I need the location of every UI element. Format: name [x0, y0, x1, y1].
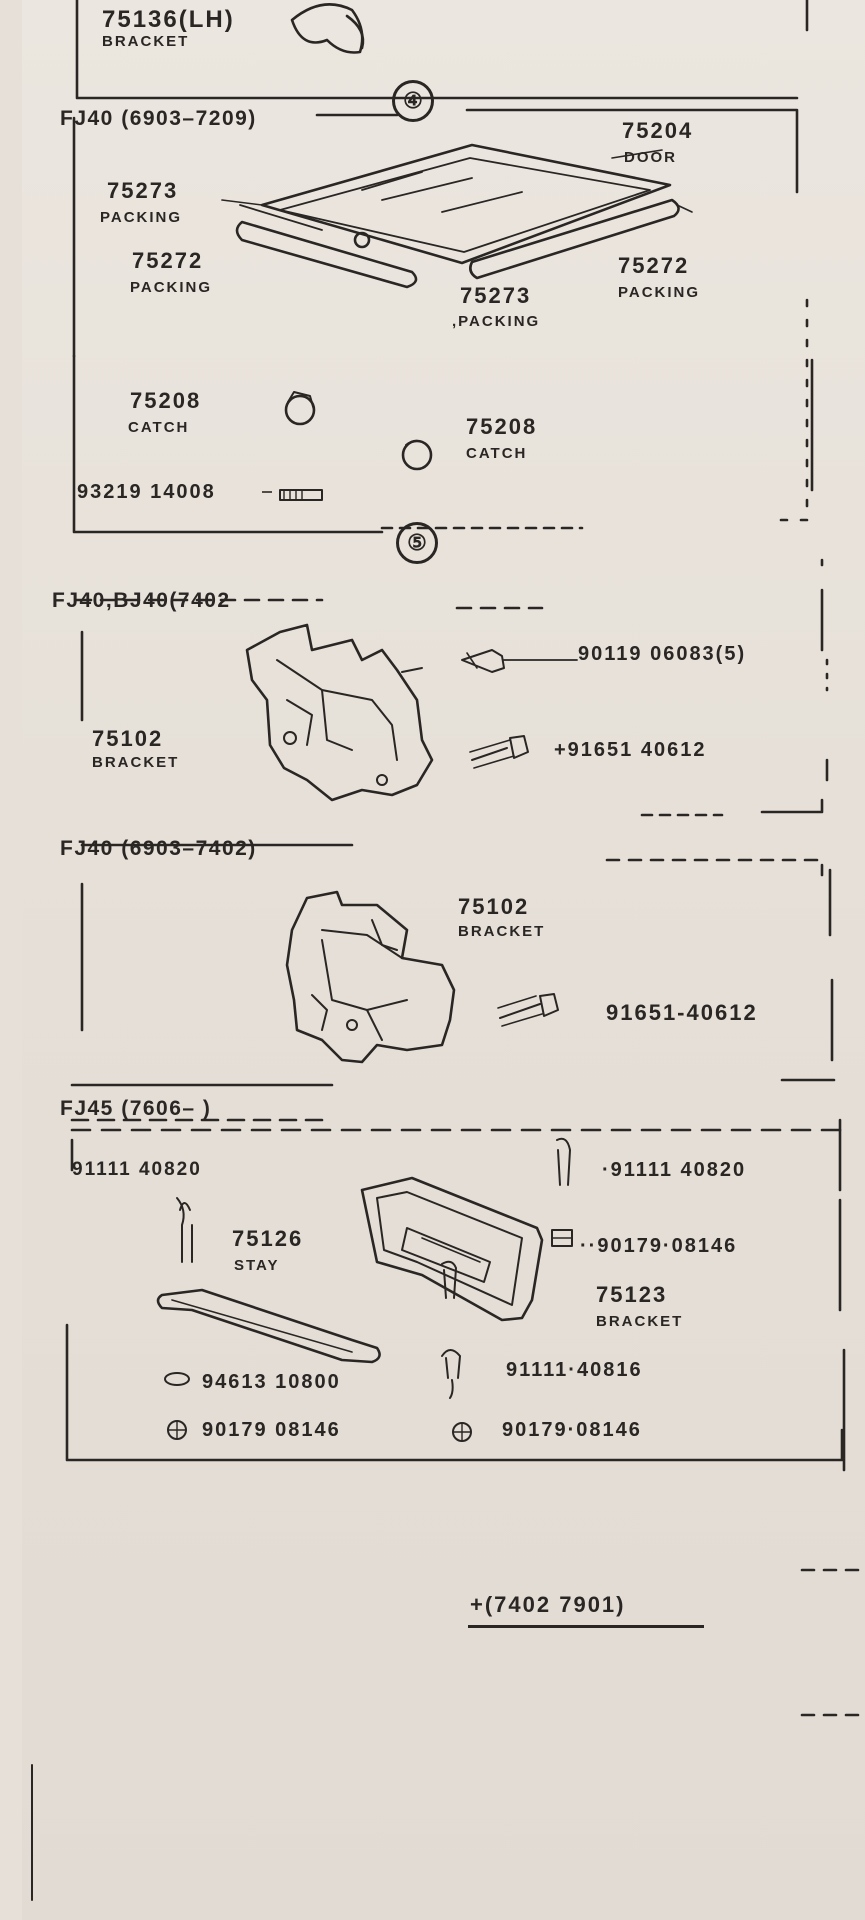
catch-a-part-number: 75208	[130, 388, 202, 413]
screw-part-number: 93219 14008	[77, 481, 216, 503]
catalog-linework	[31, 0, 865, 1901]
packing-d-part-number: 75272	[618, 253, 690, 278]
washer-part-number: 94613 10800	[202, 1371, 341, 1393]
nut-right-part-number: ··90179·08146	[580, 1235, 738, 1257]
section-5-model: FJ40,BJ40(7402	[52, 589, 231, 612]
bolt-mid-part-number: 91111·40816	[506, 1359, 643, 1381]
section-4-model: FJ40 (6903–7209)	[60, 107, 257, 130]
packing-b-part-name: PACKING	[130, 279, 213, 296]
packing-a-part-name: PACKING	[100, 209, 183, 226]
bracket-75123-part-number: 75123	[596, 1282, 668, 1307]
packing-b-part-number: 75272	[132, 248, 204, 273]
door-part-name: DOOR	[624, 149, 677, 166]
nut-left-part-number: 90179 08146	[202, 1419, 341, 1441]
section-6-model: FJ40 (6903–7402)	[60, 837, 257, 860]
section-6-bracket-part-name: BRACKET	[458, 923, 546, 940]
section-7-model: FJ45 (7606– )	[60, 1097, 212, 1120]
section-6-bracket-part-number: 75102	[458, 894, 530, 919]
nut-bottom-part-number: 90179·08146	[502, 1419, 642, 1441]
section-5-bracket-part-number: 75102	[92, 726, 164, 751]
top-part-number: 75136(LH)	[102, 6, 235, 33]
section-5-bracket-part-name: BRACKET	[92, 754, 180, 771]
bolt-90119-part-number: 90119 06083(5)	[578, 643, 747, 665]
catch-b-part-number: 75208	[466, 414, 538, 439]
footnote-underline	[468, 1625, 704, 1628]
catalog-page: 75136(LH) BRACKET ④ FJ40 (6903–7209) 752…	[22, 0, 865, 1920]
stay-part-name: STAY	[234, 1257, 280, 1274]
catch-b-part-name: CATCH	[466, 445, 528, 462]
stay-part-number: 75126	[232, 1226, 304, 1251]
section-4-marker: ④	[392, 80, 434, 122]
section-6-bolt-part-number: 91651-40612	[606, 1000, 758, 1025]
bracket-75123-part-name: BRACKET	[596, 1313, 684, 1330]
catch-a-part-name: CATCH	[128, 419, 190, 436]
bolt-right-part-number: ·91111 40820	[602, 1159, 747, 1181]
door-part-number: 75204	[622, 118, 694, 143]
packing-d-part-name: PACKING	[618, 284, 701, 301]
bolt-91651-part-number: +91651 40612	[554, 739, 707, 761]
packing-a-part-number: 75273	[107, 178, 179, 203]
packing-c-part-number: 75273	[460, 283, 532, 308]
packing-c-part-name: ,PACKING	[452, 313, 541, 330]
footnote-date-range: +(7402 7901)	[470, 1592, 626, 1617]
top-part-name: BRACKET	[102, 33, 190, 50]
section-5-marker: ⑤	[396, 522, 438, 564]
bolt-left-part-number: 91111 40820	[72, 1159, 202, 1180]
